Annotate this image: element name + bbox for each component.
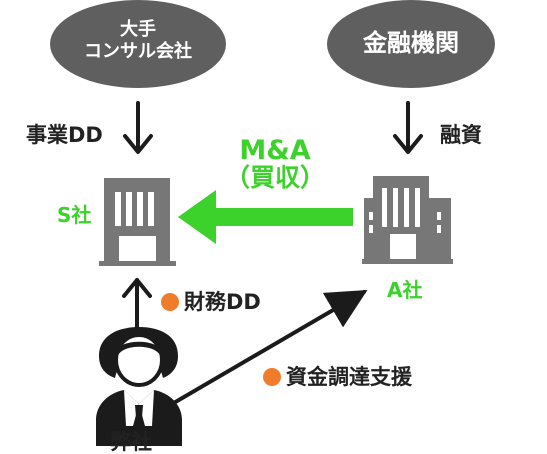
- orange-dot-icon: [263, 368, 281, 386]
- financial-institution-label: 金融機関: [363, 29, 459, 57]
- s-company-label: S社: [57, 203, 92, 227]
- business-dd-label: 事業DD: [26, 123, 103, 147]
- a-building-icon: [362, 176, 453, 264]
- ma-label-line-2: （買収）: [224, 163, 325, 193]
- financing-label: 融資: [440, 123, 482, 147]
- funding-support-arrow: [170, 289, 368, 406]
- s-building-icon: [99, 178, 176, 266]
- ma-label-line-1: M&A: [239, 135, 311, 166]
- ma-label: M&A （買収）: [215, 135, 335, 193]
- orange-dot-icon: [161, 293, 179, 311]
- business-dd-arrow: [123, 101, 153, 154]
- person-icon: [96, 327, 182, 446]
- our-firm-label: 弊社: [110, 430, 152, 454]
- consultant-line-2: コンサル会社: [84, 40, 192, 62]
- ma-arrow: [178, 190, 353, 244]
- financing-arrow: [393, 101, 423, 154]
- a-company-label: A社: [387, 278, 423, 302]
- consultant-label: 大手 コンサル会社: [66, 19, 210, 62]
- financial-institution-ellipse: [327, 0, 495, 88]
- financial-dd-arrow: [122, 278, 152, 331]
- funding-support-text: 資金調達支援: [286, 365, 412, 389]
- financial-dd-text: 財務DD: [184, 290, 261, 314]
- consultant-line-1: 大手: [120, 19, 156, 40]
- financial-dd-label: 財務DD: [161, 292, 261, 313]
- funding-support-label: 資金調達支援: [263, 367, 412, 388]
- consultant-ellipse: [50, 0, 226, 88]
